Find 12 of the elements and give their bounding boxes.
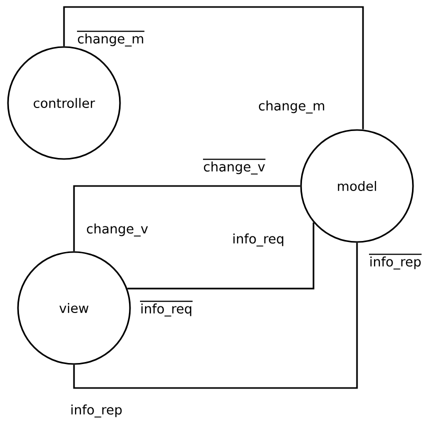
port-label: change_m <box>77 30 144 46</box>
port-label: info_req <box>233 234 284 246</box>
port-label: info_rep <box>369 254 422 270</box>
port-label: change_m <box>258 100 324 114</box>
connector-line <box>127 222 314 290</box>
port-label: info_rep <box>71 404 122 418</box>
port-label: change_v <box>86 224 148 236</box>
connector-line <box>63 6 364 130</box>
port-label: info_req <box>140 300 193 316</box>
connector-line <box>73 185 300 252</box>
connector-line <box>73 242 358 389</box>
port-label: change_v <box>203 158 266 174</box>
